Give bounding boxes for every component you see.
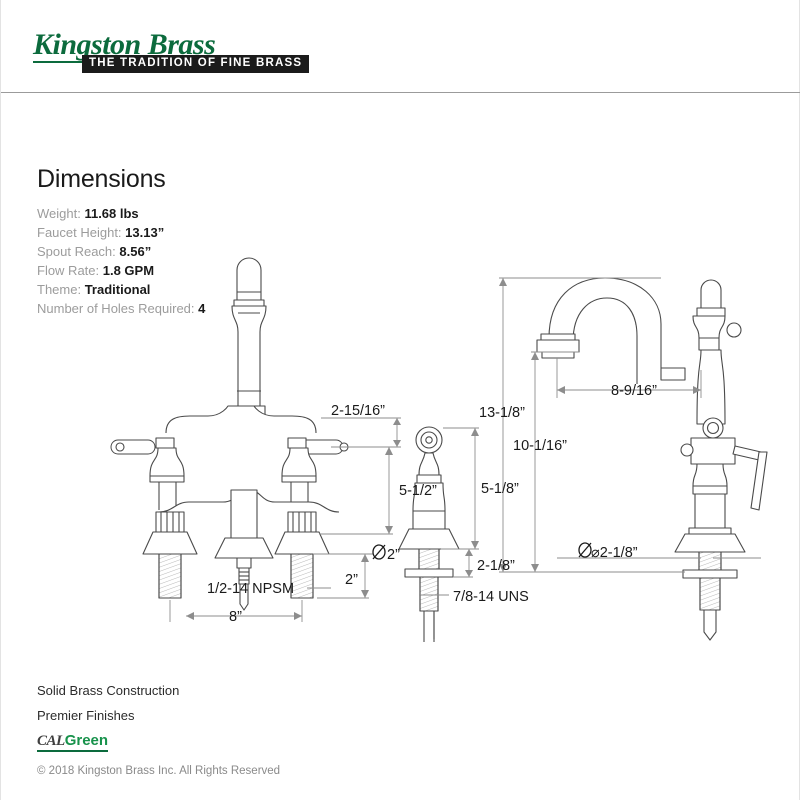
dim-sprayer-shank: 2-1/8” [477, 558, 515, 574]
page-title: Dimensions [37, 165, 166, 193]
page-header: Kingston Brass THE TRADITION OF FINE BRA… [1, 0, 800, 92]
spec-value: Traditional [84, 282, 151, 297]
header-divider [1, 92, 800, 93]
dim-sprayer-thread: 7/8-14 UNS [453, 589, 529, 605]
spec-value: 4 [198, 301, 206, 316]
spec-value: 1.8 GPM [102, 263, 155, 278]
spec-row: Weight: 11.68 lbs [37, 204, 205, 223]
feature-line: Premier Finishes [37, 708, 135, 723]
technical-drawing: 2-15/16” 5-1/2” ⌀2-1/8” 2” 2” 1/2-14 NPS… [1, 250, 800, 650]
calgreen-logo: CALGreen [37, 732, 109, 753]
spec-value: 11.68 lbs [84, 206, 139, 221]
dim-sprayer-height: 5-1/8” [481, 481, 519, 497]
logo-wordmark: Kingston Brass [33, 28, 216, 61]
dim-handle-height: 2-15/16” [331, 403, 385, 419]
faucet-drawing-svg: 2-15/16” 5-1/2” ⌀2-1/8” 2” 2” 1/2-14 NPS… [110, 257, 768, 642]
dim-spout-reach: 8-9/16” [611, 383, 657, 399]
dim-spout-to-deck: 5-1/2” [399, 483, 437, 499]
dim-shank-diameter: 2” [387, 547, 400, 563]
copyright-text: © 2018 Kingston Brass Inc. All Rights Re… [37, 765, 281, 778]
dim-spout-outlet-height: 10-1/16” [513, 438, 567, 454]
spec-label: Weight: [37, 206, 85, 221]
calgreen-suffix: Green [64, 732, 109, 749]
spec-value: 8.56” [119, 244, 152, 259]
calgreen-prefix: CAL [37, 733, 65, 749]
spec-label: Flow Rate: [37, 263, 103, 278]
dim-center-to-center: 8” [229, 609, 242, 625]
spec-row: Flow Rate: 1.8 GPM [37, 261, 205, 280]
spec-label: Number of Holes Required: [37, 301, 199, 316]
feature-line: Solid Brass Construction [37, 683, 180, 698]
dim-base-diameter: ⌀2-1/8” [591, 545, 638, 561]
spec-row: Faucet Height: 13.13” [37, 223, 205, 242]
spec-value: 13.13” [125, 225, 165, 240]
spec-row: Spout Reach: 8.56” [37, 242, 205, 261]
dim-thread-inlet: 1/2-14 NPSM [207, 581, 294, 597]
dim-overall-height: 13-1/8” [479, 405, 525, 421]
dim-shank-length: 2” [345, 572, 358, 588]
spec-label: Theme: [37, 282, 85, 297]
logo-tagline: THE TRADITION OF FINE BRASS [82, 55, 310, 73]
spec-row: Number of Holes Required: 4 [37, 299, 205, 318]
spec-row: Theme: Traditional [37, 280, 205, 299]
spec-label: Faucet Height: [37, 225, 126, 240]
spec-label: Spout Reach: [37, 244, 120, 259]
